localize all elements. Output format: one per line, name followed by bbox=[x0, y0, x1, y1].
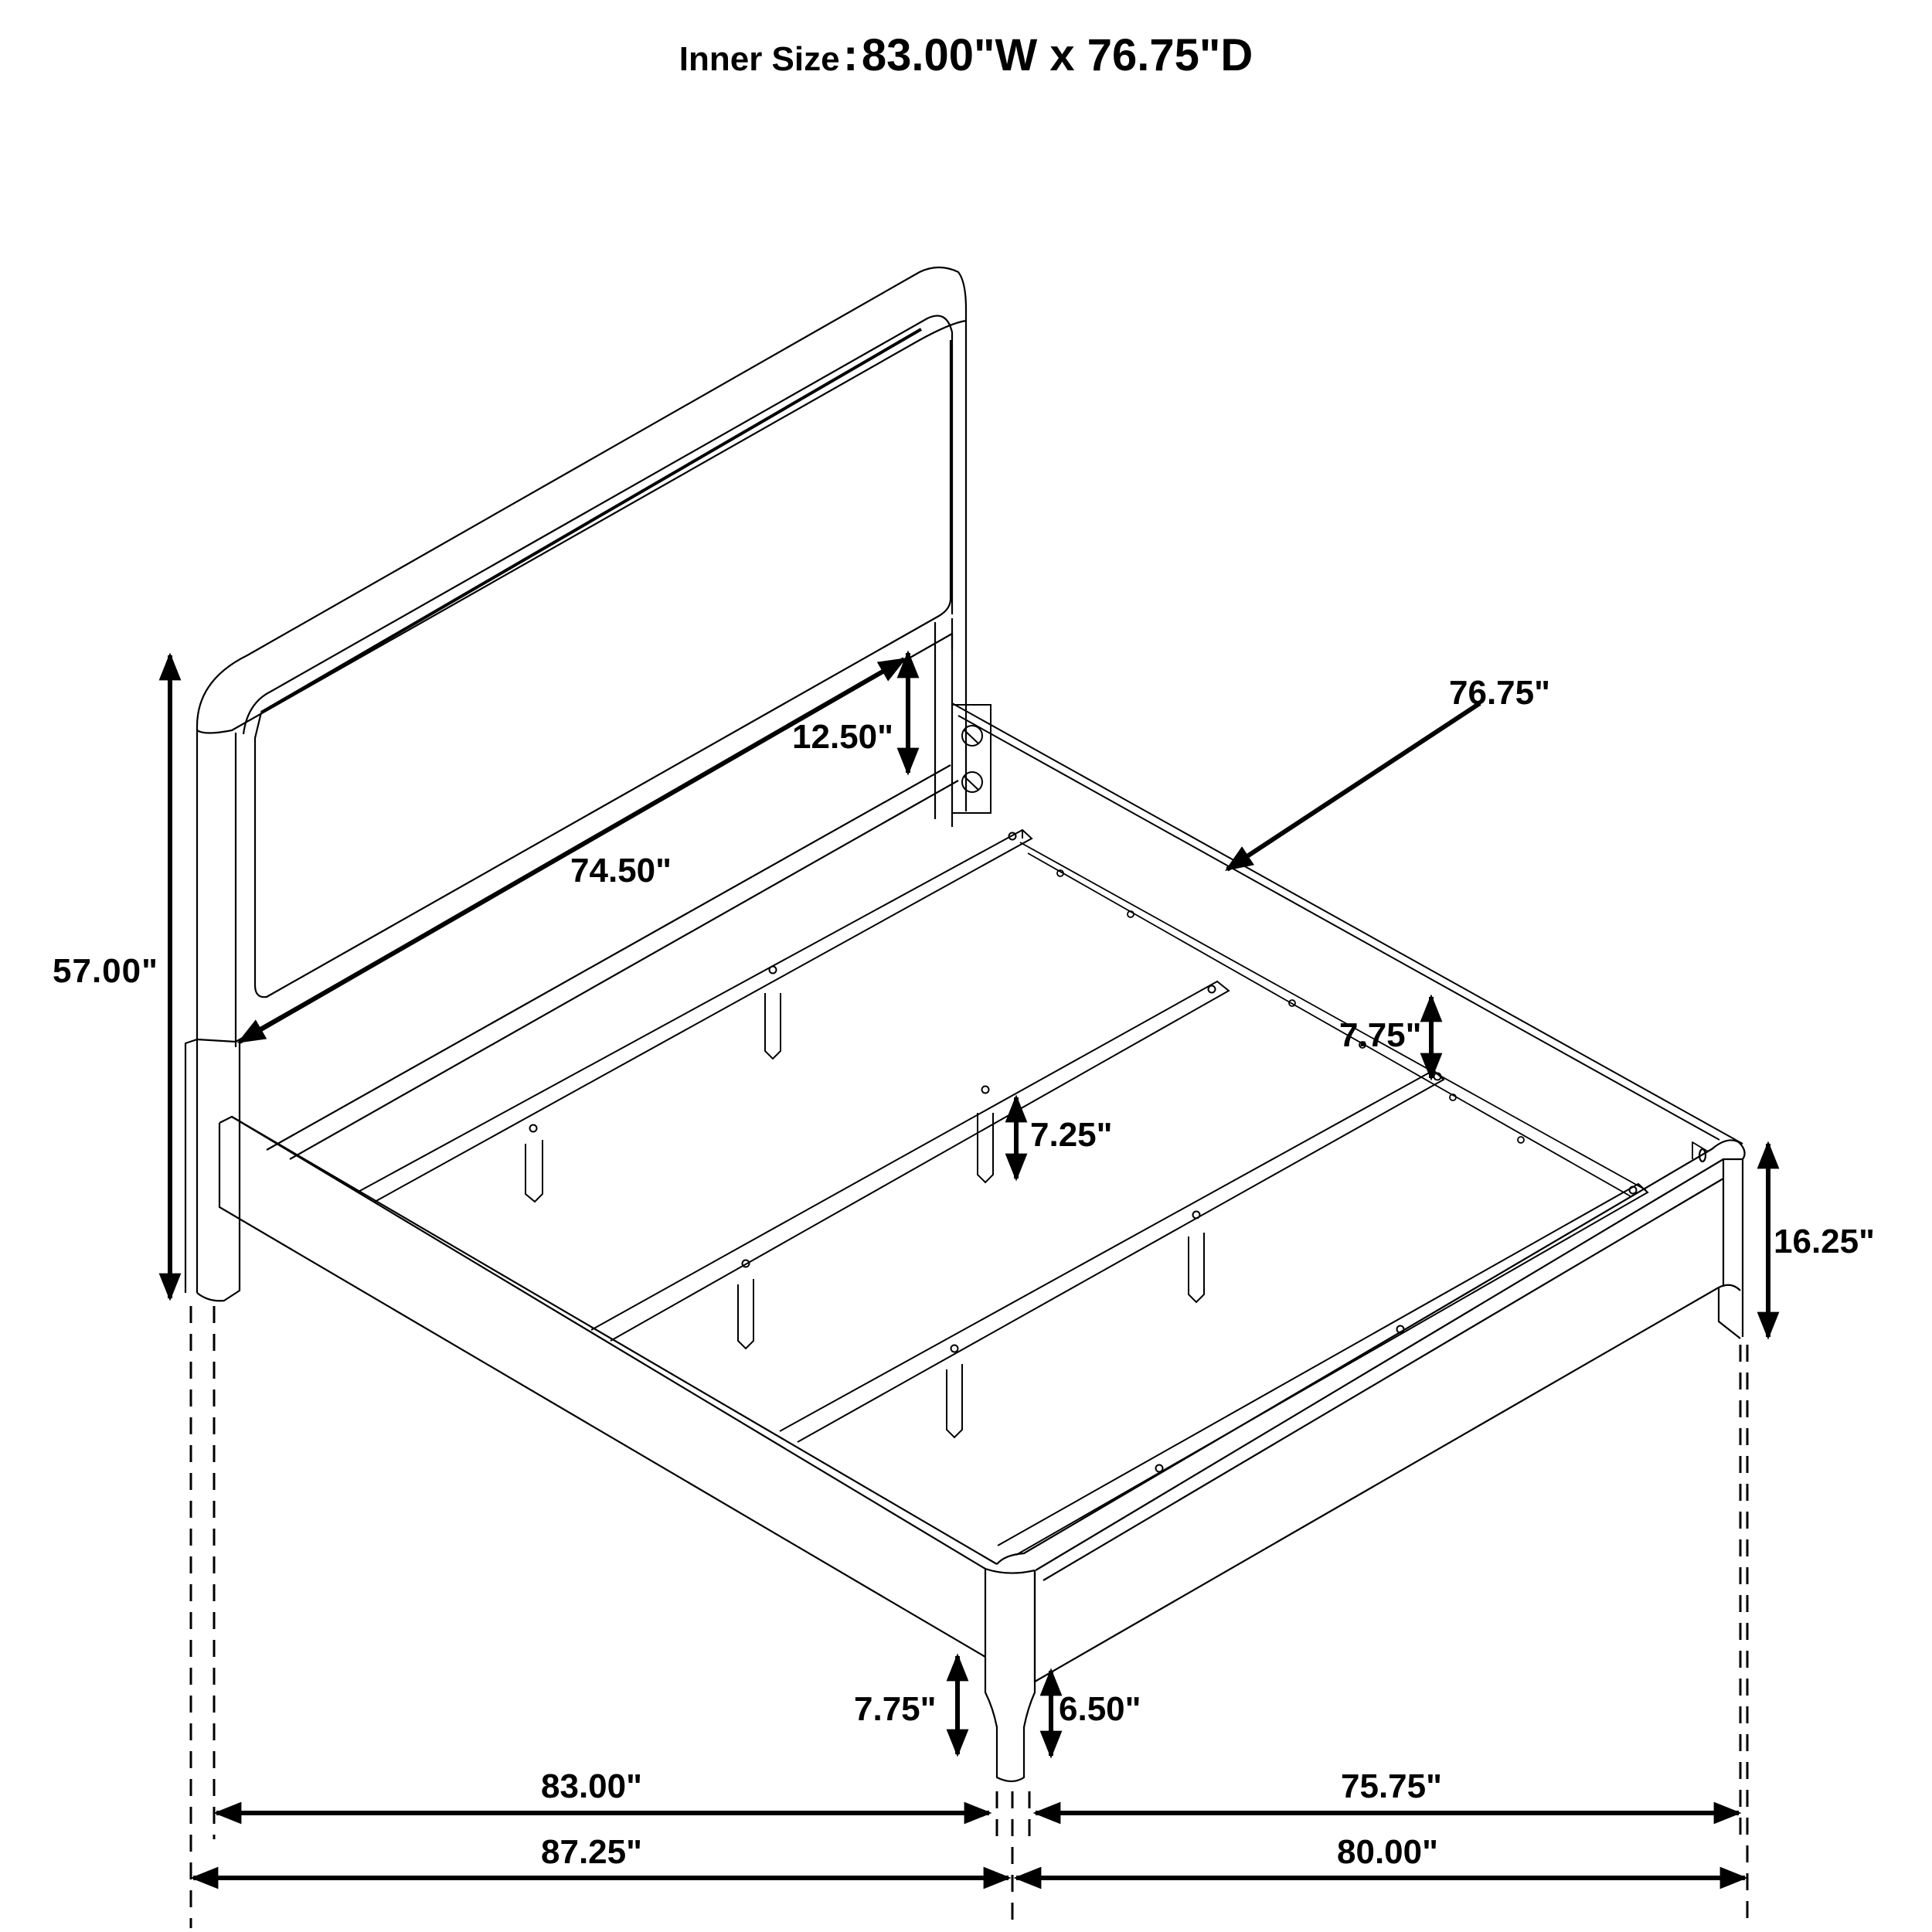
slats bbox=[356, 828, 1649, 1556]
label-leg-clearance-left: 7.75" bbox=[854, 1690, 937, 1728]
arrow-76-75-leader bbox=[1224, 701, 1481, 872]
label-overall-height: 57.00" bbox=[53, 952, 158, 990]
label-overall-length: 80.00" bbox=[1337, 1833, 1438, 1871]
arrow-74-50 bbox=[236, 657, 907, 1044]
slat-ledge bbox=[1019, 842, 1647, 1197]
far-side-rail bbox=[951, 702, 1743, 1145]
label-rail-height: 7.75" bbox=[1339, 1016, 1422, 1054]
rail-bracket bbox=[951, 704, 992, 814]
slat-4 bbox=[946, 1182, 1649, 1556]
title-label: Inner Size bbox=[679, 40, 840, 78]
title-separator: : bbox=[843, 30, 859, 80]
label-inner-width: 83.00" bbox=[541, 1767, 642, 1805]
extension-lines bbox=[189, 1306, 1749, 1928]
title-value: 83.00"W x 76.75"D bbox=[861, 30, 1253, 80]
headboard bbox=[184, 266, 968, 1302]
label-inner-length: 75.75" bbox=[1341, 1767, 1442, 1805]
dimension-arrows bbox=[158, 650, 1780, 1889]
label-headboard-panel-width: 74.50" bbox=[570, 852, 672, 889]
label-inner-depth-callout: 76.75" bbox=[1449, 674, 1550, 712]
diagram-title: Inner Size : 83.00"W x 76.75"D bbox=[0, 29, 1932, 81]
label-slat-support-leg: 7.25" bbox=[1030, 1116, 1113, 1154]
footboard bbox=[984, 1139, 1746, 1783]
label-overall-width: 87.25" bbox=[541, 1833, 642, 1871]
label-headboard-clearance: 12.50" bbox=[792, 718, 893, 756]
slat-1 bbox=[356, 828, 1033, 1202]
label-leg-clearance-right: 6.50" bbox=[1059, 1690, 1141, 1728]
near-side-rail bbox=[218, 634, 998, 1658]
slat-2 bbox=[525, 980, 1230, 1342]
label-footboard-height: 16.25" bbox=[1774, 1223, 1875, 1260]
